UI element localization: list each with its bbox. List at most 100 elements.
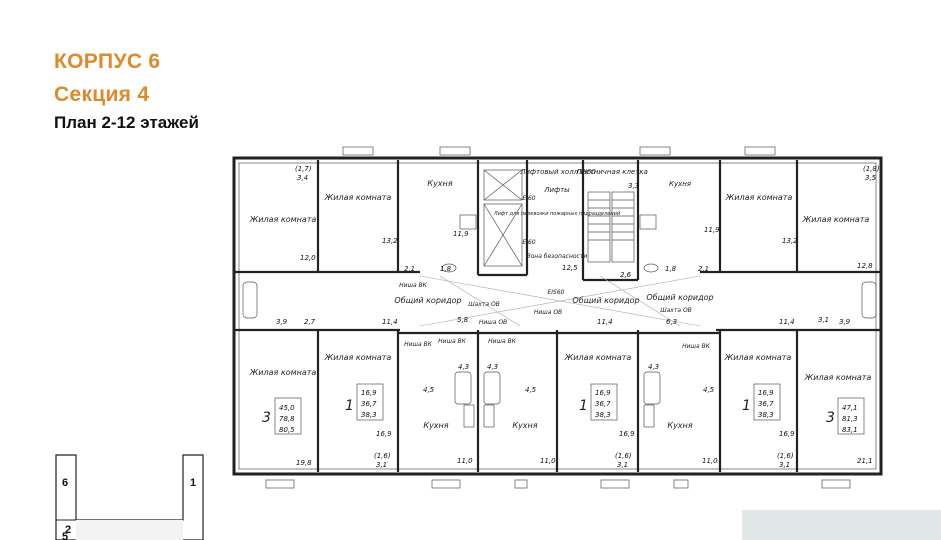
area-value: (1,8): [863, 165, 880, 173]
apartment-summary: 3 47,1 81,3 83,1: [826, 404, 858, 434]
key-section-label: 1: [190, 477, 196, 489]
room-label: Лестничная клетка: [575, 168, 648, 176]
area-value: 11,4: [382, 318, 398, 326]
key-section-label: 6: [62, 477, 68, 489]
apartment-total-area: 81,3: [842, 415, 858, 423]
area-value: 21,1: [857, 457, 873, 465]
room-label: Лифт для перевозки пожарных подразделени…: [493, 211, 621, 217]
niche-label: Ниша ОВ: [534, 309, 562, 316]
area-value: 11,0: [457, 457, 473, 465]
area-value: 4,3: [487, 363, 498, 371]
area-value: 13,2: [382, 237, 398, 245]
area-value: 4,5: [423, 386, 435, 394]
apartment-total-area: 36,7: [361, 400, 377, 408]
building-title: КОРПУС 6: [54, 50, 161, 73]
area-value: 3,1: [818, 316, 829, 324]
area-value: (1,6): [374, 452, 391, 460]
area-value: 5,8: [457, 316, 469, 324]
apartment-full-area: 38,3: [361, 411, 377, 419]
area-value: 13,2: [782, 237, 798, 245]
area-value: 3,5: [865, 174, 877, 182]
apartment-summary: 1 16,9 36,7 38,3: [742, 389, 774, 419]
corridor-hatch: [419, 275, 701, 327]
apartment-summary: 3 45,0 78,8 80,5: [262, 404, 295, 434]
apartment-full-area: 83,1: [842, 426, 858, 434]
room-label: Жилая комната: [324, 353, 392, 362]
key-plan: 6 1 2 5: [55, 454, 204, 540]
area-value: 12,0: [300, 254, 316, 262]
room-label: Кухня: [669, 180, 691, 188]
area-value: 2,1: [404, 265, 415, 273]
room-label: Кухня: [512, 421, 537, 430]
area-value: 1,8: [665, 265, 677, 273]
room-label: Жилая комната: [324, 193, 392, 202]
room-label: Жилая комната: [802, 215, 870, 224]
room-label: Зона безопасности: [527, 253, 588, 260]
room-label: Лифты: [543, 186, 570, 194]
area-value: 6,3: [666, 318, 677, 326]
room-label: Жилая комната: [249, 215, 317, 224]
room-label: Кухня: [427, 179, 452, 188]
area-value: 3,9: [276, 318, 288, 326]
niche-label: Ниша ВК: [399, 282, 428, 289]
window-marks: [265, 146, 851, 489]
floor-plan-title: План 2-12 этажей: [54, 113, 199, 132]
area-value: 19,8: [296, 459, 312, 467]
apartment-summary: 1 16,9 36,7 38,3: [579, 389, 611, 419]
apartment-full-area: 38,3: [595, 411, 611, 419]
area-value: (1,6): [777, 452, 794, 460]
area-value: 16,9: [779, 430, 795, 438]
staircase: [587, 191, 635, 263]
apartment-total-area: 78,8: [279, 415, 295, 423]
room-label: Жилая комната: [249, 368, 317, 377]
apartment-rooms: 1: [579, 398, 588, 414]
area-value: 1,8: [440, 265, 452, 273]
apartment-living-area: 47,1: [842, 404, 858, 412]
shaft-label: Шахта ОВ: [660, 307, 692, 314]
room-label: Жилая комната: [564, 353, 632, 362]
area-value: 2,1: [698, 265, 709, 273]
area-value: 11,4: [779, 318, 795, 326]
area-value: 11,0: [540, 457, 556, 465]
apartment-rooms: 3: [826, 410, 835, 426]
area-value: 12,5: [562, 264, 578, 272]
apartment-rooms: 1: [345, 398, 354, 414]
area-value: 2,7: [304, 318, 316, 326]
apartment-boxes: [274, 383, 865, 435]
room-label: Общий коридор: [646, 293, 713, 302]
niche-label: Ниша ВК: [404, 341, 433, 348]
apartment-rooms: 1: [742, 398, 751, 414]
area-value: 16,9: [619, 430, 635, 438]
shaft-label: Шахта ОВ: [468, 301, 500, 308]
niche-label: Ниша ОВ: [479, 319, 507, 326]
area-value: 3,1: [617, 461, 628, 469]
corner-badge: [742, 510, 941, 540]
apartment-full-area: 38,3: [758, 411, 774, 419]
area-value: 16,9: [376, 430, 392, 438]
apartment-total-area: 36,7: [758, 400, 774, 408]
apartment-full-area: 80,5: [279, 426, 295, 434]
apartment-living-area: 16,9: [361, 389, 377, 397]
area-value: 4,5: [525, 386, 537, 394]
area-value: 12,8: [857, 262, 873, 270]
area-value: 3,3: [628, 182, 639, 190]
apartment-living-area: 16,9: [758, 389, 774, 397]
area-value: 2,6: [620, 271, 632, 279]
room-label: Жилая комната: [725, 193, 793, 202]
ei-label: EI60: [522, 195, 535, 202]
bath-fixtures: [242, 214, 877, 428]
niche-label: Ниша ВК: [682, 343, 711, 350]
area-value: 11,9: [704, 226, 720, 234]
area-value: (1,6): [615, 452, 632, 460]
apartment-rooms: 3: [262, 410, 271, 426]
room-label: Общий коридор: [394, 296, 461, 305]
apartment-living-area: 45,0: [279, 404, 295, 412]
lift-shafts: [483, 169, 523, 267]
area-value: (1,7): [295, 165, 312, 173]
area-value: 4,5: [703, 386, 715, 394]
key-section-label: 5: [62, 531, 68, 540]
area-value: 11,0: [702, 457, 718, 465]
area-value: 11,9: [453, 230, 469, 238]
room-label: Лифтовый холл EI60: [519, 168, 596, 176]
